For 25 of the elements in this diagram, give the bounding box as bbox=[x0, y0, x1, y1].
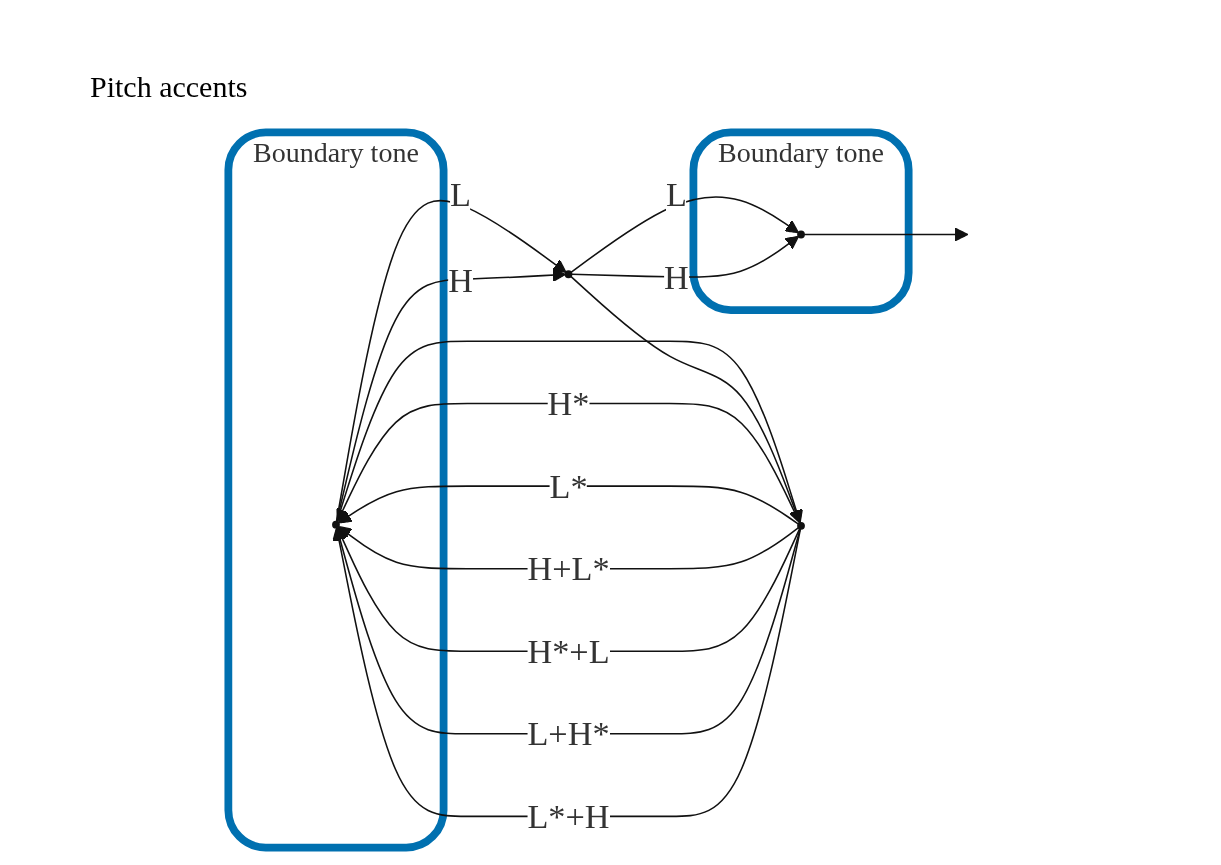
edge-label: H bbox=[664, 257, 689, 297]
arrow bbox=[570, 235, 800, 278]
edge-label: H*+L bbox=[527, 631, 610, 671]
edge-label: H+L* bbox=[527, 549, 610, 589]
cluster: Boundary tone bbox=[224, 128, 448, 852]
section-heading: Pitch accents bbox=[90, 70, 248, 104]
node-circle bbox=[797, 230, 805, 239]
node-circle bbox=[332, 520, 340, 529]
arrow bbox=[803, 227, 969, 242]
arrow bbox=[570, 196, 800, 274]
arrow bbox=[337, 485, 800, 525]
edge-label: H* bbox=[547, 384, 590, 424]
edge-label: H bbox=[448, 260, 473, 300]
edge-label: L bbox=[450, 175, 471, 215]
edge-label: L*+H bbox=[527, 796, 610, 836]
node-circle bbox=[564, 270, 573, 279]
edge-label: L* bbox=[549, 466, 588, 506]
arrow bbox=[570, 275, 802, 524]
arrow bbox=[336, 402, 801, 524]
edge-label: L+H* bbox=[527, 714, 610, 754]
arrow bbox=[336, 340, 803, 524]
cluster: Boundary tone bbox=[689, 128, 913, 314]
edge-label: L bbox=[666, 175, 687, 215]
arrow bbox=[335, 199, 567, 523]
node-circle bbox=[797, 521, 805, 530]
